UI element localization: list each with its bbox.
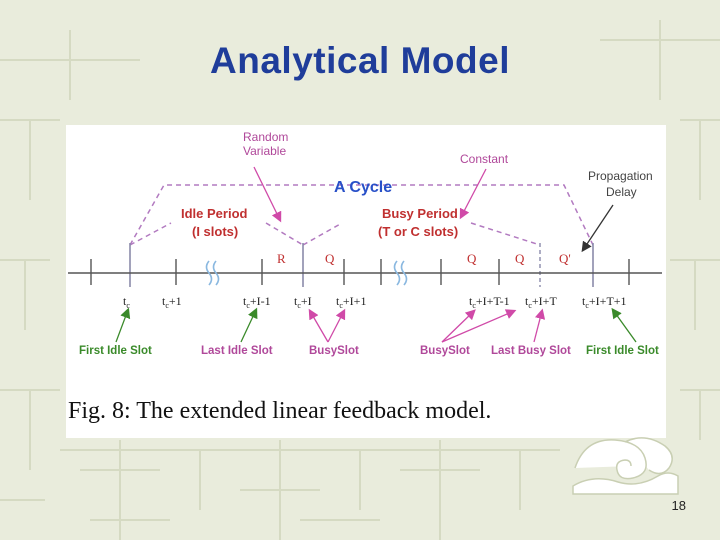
idle-period-slots: (I slots) <box>192 224 238 239</box>
tick-label: tc+I+1 <box>336 294 366 310</box>
busy-period-slots: (T or C slots) <box>378 224 458 239</box>
tick-label: tc+I-1 <box>243 294 271 310</box>
busyslot-arrow-a <box>308 308 329 343</box>
figure-caption: Fig. 8: The extended linear feedback mod… <box>68 398 492 424</box>
first-idle-arrow-right <box>611 307 637 343</box>
a-cycle-label: A Cycle <box>334 179 392 196</box>
slot-mark-q1: Q <box>325 251 335 266</box>
timeline-break-waves <box>205 260 408 286</box>
decorative-ornament <box>572 437 679 495</box>
constant-arrow <box>459 168 487 220</box>
busyslot-label-1: BusySlot <box>309 345 359 357</box>
busyslot-arrow-b <box>327 308 346 343</box>
constant-label: Constant <box>460 152 509 166</box>
tick-label: tc+I <box>294 294 312 310</box>
busyslot-label-2: BusySlot <box>420 345 470 357</box>
slot-mark-r: R <box>277 251 286 266</box>
propagation-label: Propagation <box>588 169 653 183</box>
last-idle-slot-label: Last Idle Slot <box>201 345 273 357</box>
slide-title: Analytical Model <box>210 40 510 81</box>
page-number: 18 <box>671 498 686 513</box>
tick-label: tc+I+T <box>525 294 557 310</box>
random-variable-label-2: Variable <box>243 144 286 158</box>
tick-label: tc+1 <box>162 294 182 310</box>
last-idle-arrow <box>240 307 258 343</box>
propagation-delay-arrow <box>581 204 614 253</box>
tick-label: tc+I+T+1 <box>582 294 627 310</box>
timeline-ticks <box>90 259 630 285</box>
tick-label: tc+I+T-1 <box>469 294 510 310</box>
delay-label: Delay <box>606 185 637 199</box>
first-idle-slot-label-right: First Idle Slot <box>586 345 659 357</box>
random-variable-label: Random <box>243 130 288 144</box>
timeline-diagram: Random Variable Constant Propagation Del… <box>68 130 662 357</box>
slot-mark-q3: Q <box>515 251 525 266</box>
idle-period-label: Idle Period <box>181 206 248 221</box>
first-idle-slot-label: First Idle Slot <box>79 345 152 357</box>
first-idle-arrow-left <box>115 307 131 343</box>
busyslot-arrow-c <box>441 309 476 343</box>
tick-label: tc <box>123 294 130 310</box>
idle-period-bracket <box>129 222 304 246</box>
slot-mark-q2: Q <box>467 251 477 266</box>
last-busy-slot-label: Last Busy Slot <box>491 345 571 357</box>
slot-mark-qprime: Q' <box>559 251 571 266</box>
busy-period-label: Busy Period <box>382 206 458 221</box>
busyslot-arrow-d <box>441 309 517 343</box>
random-variable-arrow <box>253 166 282 223</box>
diagram-figure: Random Variable Constant Propagation Del… <box>66 125 666 438</box>
busy-period-bracket <box>302 222 541 246</box>
slot-dividers <box>129 243 594 287</box>
last-busy-arrow <box>533 308 546 343</box>
